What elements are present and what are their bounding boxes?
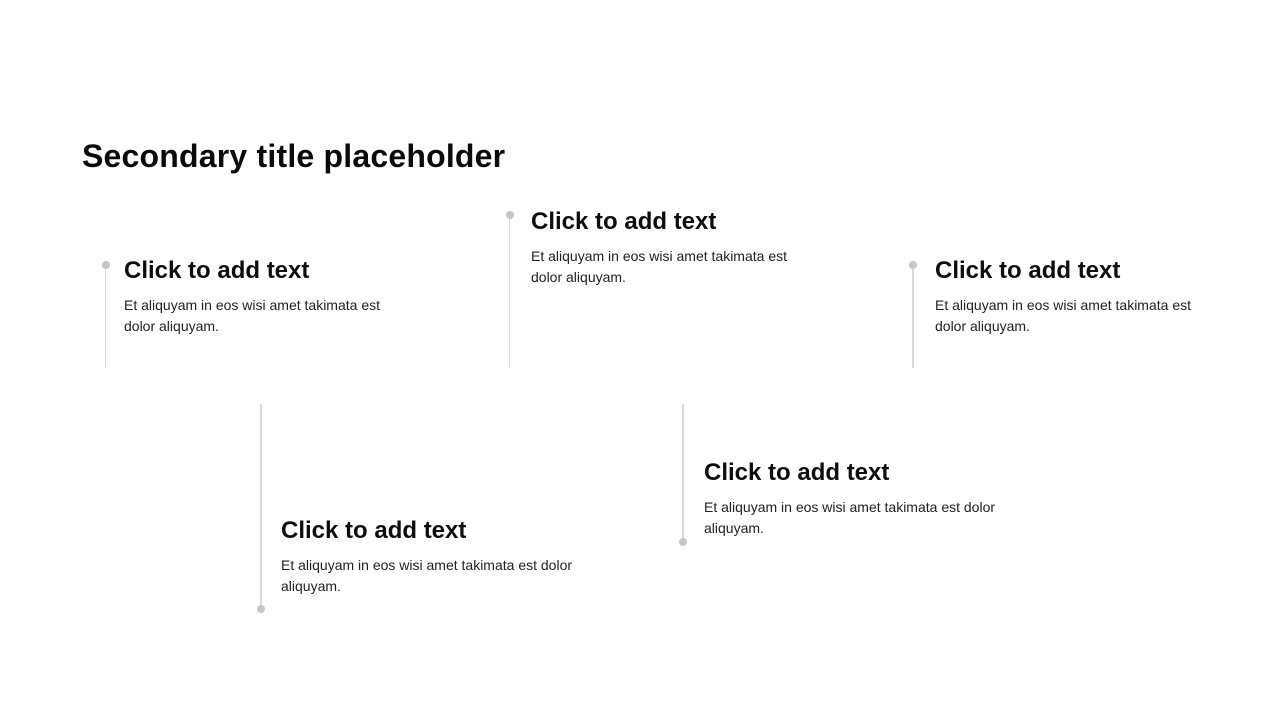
item-body[interactable]: Et aliquyam in eos wisi amet takimata es… <box>531 248 787 285</box>
item-heading[interactable]: Click to add text <box>935 257 1121 284</box>
timeline-dot <box>505 211 514 219</box>
timeline-bar <box>72 368 1209 404</box>
connector-line <box>260 404 262 609</box>
connector-line <box>682 404 684 541</box>
connector-line <box>508 215 511 368</box>
connector-line <box>104 264 107 368</box>
item-body[interactable]: Et aliquyam in eos wisi amet takimata es… <box>124 297 380 334</box>
slide-title[interactable]: Secondary title placeholder <box>82 138 506 175</box>
item-heading[interactable]: Click to add text <box>531 208 717 235</box>
item-body[interactable]: Et aliquyam in eos wisi amet takimata es… <box>281 557 573 594</box>
item-body[interactable]: Et aliquyam in eos wisi amet takimata es… <box>704 499 996 536</box>
timeline-item-3[interactable]: Click to add text Et aliquyam in eos wis… <box>935 257 1197 337</box>
timeline-dot <box>909 260 917 269</box>
item-body[interactable]: Et aliquyam in eos wisi amet takimata es… <box>935 297 1191 334</box>
connector-line <box>912 264 914 368</box>
item-heading[interactable]: Click to add text <box>704 459 890 486</box>
timeline-item-1[interactable]: Click to add text Et aliquyam in eos wis… <box>124 257 386 337</box>
timeline-item-2[interactable]: Click to add text Et aliquyam in eos wis… <box>531 208 793 288</box>
timeline-dot <box>679 537 687 546</box>
timeline-dot <box>257 605 265 613</box>
timeline-item-4[interactable]: Click to add text Et aliquyam in eos wis… <box>281 517 607 597</box>
timeline-dot <box>101 260 110 269</box>
item-heading[interactable]: Click to add text <box>124 257 310 284</box>
timeline-item-5[interactable]: Click to add text Et aliquyam in eos wis… <box>704 459 1030 539</box>
item-heading[interactable]: Click to add text <box>281 517 467 544</box>
